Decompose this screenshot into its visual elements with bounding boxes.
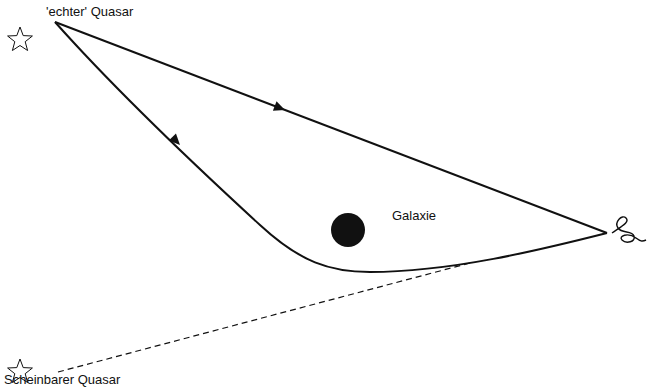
ray-arrowhead bbox=[273, 101, 285, 110]
quasar-label: Scheinbarer Quasar bbox=[4, 372, 120, 388]
ray-arrowhead bbox=[169, 134, 180, 145]
apparent-ray bbox=[58, 263, 470, 372]
bent-ray bbox=[55, 22, 607, 272]
galaxy-label: Galaxie bbox=[392, 208, 436, 224]
direct-ray bbox=[55, 22, 607, 233]
galaxy-disc bbox=[331, 213, 365, 247]
quasar-star bbox=[8, 27, 33, 51]
observer-eye bbox=[612, 217, 646, 242]
quasar-label: 'echter' Quasar bbox=[46, 4, 133, 20]
